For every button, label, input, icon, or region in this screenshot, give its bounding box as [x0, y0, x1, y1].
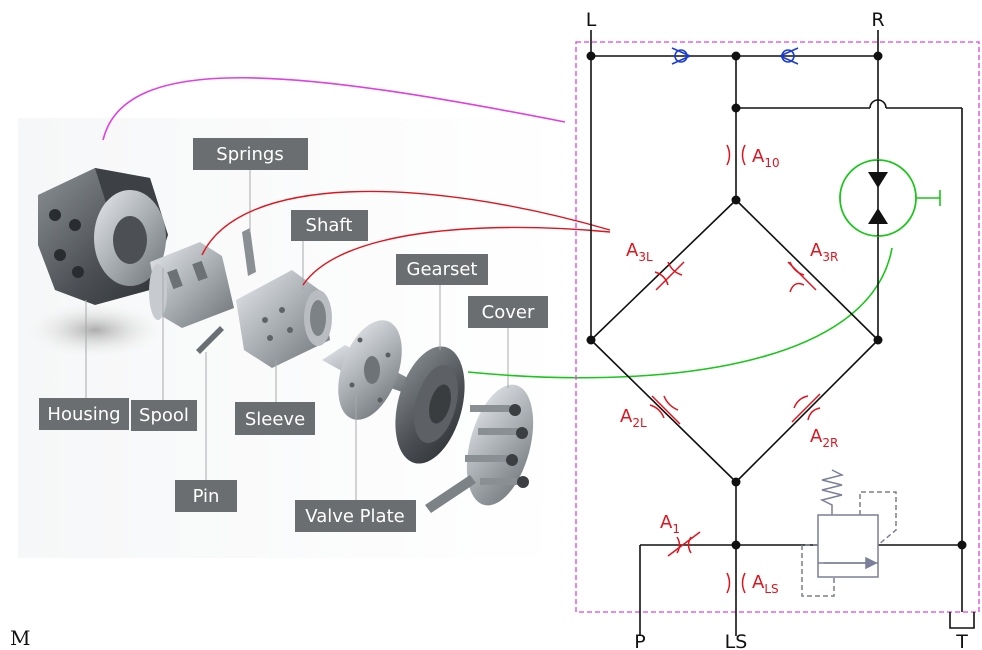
label-valve-plate: Valve Plate	[295, 500, 416, 532]
orifice-a1-label: A1	[660, 512, 680, 536]
label-springs-text: Springs	[216, 144, 283, 165]
label-leaders	[85, 168, 509, 500]
housing-connector-curve	[102, 76, 566, 141]
orifice-a3l-label: A3L	[626, 240, 653, 264]
sleeve-connector-curve	[302, 226, 611, 286]
sleeve-part	[236, 270, 332, 368]
orifice-a2l-label: A2L	[620, 406, 647, 430]
orifice-als-label: ALS	[752, 572, 779, 596]
gearset-part	[395, 346, 465, 464]
spool-connector-curve	[201, 190, 611, 256]
gearset-connector-curve	[467, 247, 893, 379]
label-pin: Pin	[175, 480, 237, 512]
valve-plate-part	[338, 320, 402, 420]
terminal-t: T	[955, 631, 968, 650]
label-pin-text: Pin	[193, 486, 220, 507]
terminal-l: L	[586, 9, 597, 31]
schematic-nodes	[586, 51, 967, 550]
label-shaft-text: Shaft	[306, 215, 353, 236]
orifice-symbols	[649, 144, 821, 594]
check-valve-left	[671, 47, 691, 65]
label-cover-text: Cover	[482, 302, 535, 323]
label-cover: Cover	[468, 296, 548, 328]
label-springs: Springs	[193, 138, 308, 170]
label-shaft: Shaft	[291, 210, 368, 241]
label-gearset-text: Gearset	[407, 259, 478, 280]
housing-part	[20, 168, 170, 360]
schematic-wires	[590, 30, 975, 636]
orifice-a3r-label: A3R	[810, 240, 838, 264]
label-spool: Spool	[131, 400, 197, 431]
label-spool-text: Spool	[139, 405, 189, 426]
label-gearset: Gearset	[396, 254, 488, 285]
terminal-p: P	[634, 631, 645, 650]
label-valve-plate-text: Valve Plate	[305, 506, 404, 527]
label-housing-text: Housing	[47, 404, 120, 425]
figure-label: M	[10, 626, 30, 650]
terminal-r: R	[871, 9, 884, 31]
unit-boundary	[575, 41, 980, 613]
relief-valve-symbol	[801, 469, 897, 597]
check-valve-right	[779, 47, 799, 65]
orifice-a10-label: A10	[752, 146, 780, 170]
motor-symbol	[839, 159, 941, 237]
cover-part	[425, 384, 534, 513]
label-housing: Housing	[39, 398, 129, 430]
terminal-ls: LS	[725, 631, 748, 650]
orifice-a2r-label: A2R	[810, 426, 838, 450]
label-sleeve-text: Sleeve	[245, 409, 305, 430]
pin-part	[196, 326, 224, 354]
springs-part	[242, 228, 256, 276]
label-sleeve: Sleeve	[235, 402, 315, 435]
